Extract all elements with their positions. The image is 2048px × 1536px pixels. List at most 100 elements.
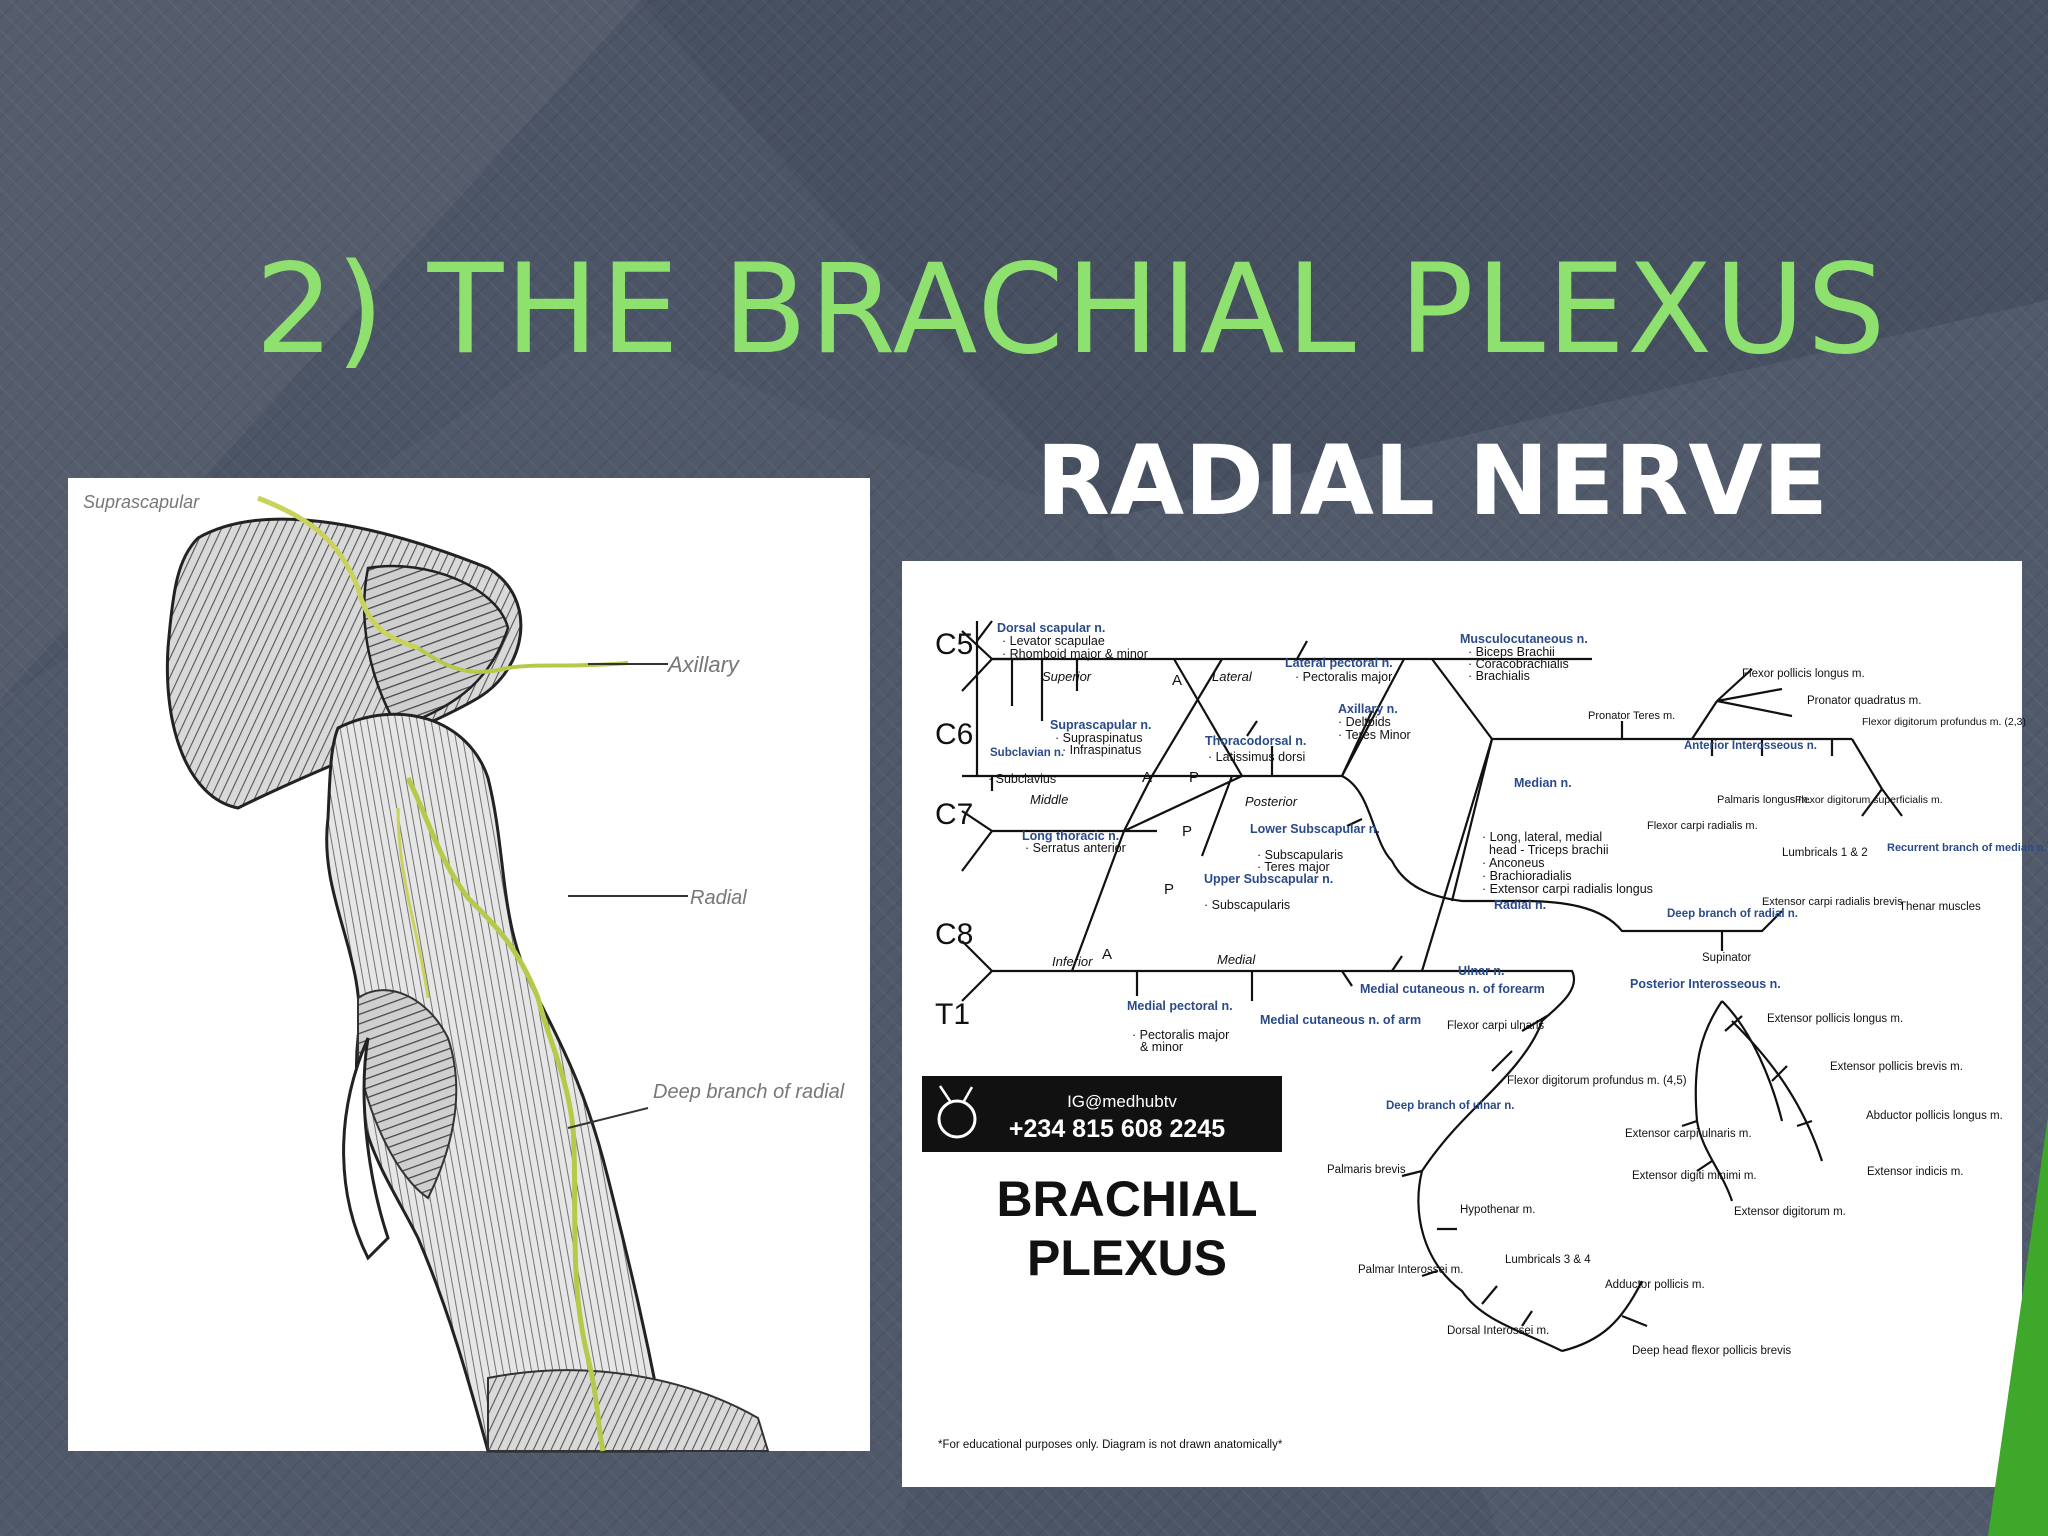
muscle-infraspinatus: · Infraspinatus [1062, 743, 1141, 757]
division-p1: P [1189, 769, 1199, 786]
muscle-palmar-interossei: Palmar Interossei m. [1358, 1264, 1463, 1276]
radial-muscle-1: · Long, lateral, medial [1482, 830, 1602, 844]
label-deep-branch-radial: Deep branch of radial [653, 1081, 845, 1103]
muscle-palmaris-longus: Palmaris longus m. [1717, 794, 1811, 806]
corner-accent [1988, 1116, 2048, 1536]
branding-title-line2: PLEXUS [1027, 1230, 1227, 1286]
root-t1: T1 [935, 998, 970, 1031]
plexus-schematic: C5 C6 C7 C8 T1 Superior Middle Inferior … [922, 620, 2047, 1451]
muscle-pectoralis-minor: & minor [1140, 1040, 1183, 1054]
radial-muscle-4: · Brachioradialis [1482, 869, 1572, 883]
division-p2: P [1182, 823, 1192, 840]
nerve-upper-subscapular: Upper Subscapular n. [1204, 872, 1333, 886]
nerve-medial-cutaneous-arm: Medial cutaneous n. of arm [1260, 1013, 1421, 1027]
nerve-lower-subscapular: Lower Subscapular n. [1250, 822, 1380, 836]
radial-nerve [405, 776, 606, 1452]
muscle-dorsal-interossei: Dorsal Interossei m. [1447, 1325, 1549, 1337]
muscle-rhomboid: · Rhomboid major & minor [1002, 647, 1148, 661]
muscle-pectoralis-major-minor: · Pectoralis major [1132, 1028, 1229, 1042]
cord-lateral: Lateral [1212, 669, 1253, 684]
branding-title-line1: BRACHIAL [996, 1171, 1257, 1227]
muscle-supinator: Supinator [1702, 952, 1751, 964]
muscle-levator-scapulae: · Levator scapulae [1002, 634, 1105, 648]
muscle-hypothenar: Hypothenar m. [1460, 1204, 1535, 1216]
root-c6: C6 [935, 718, 973, 751]
nerve-recurrent-median: Recurrent branch of median n. [1887, 842, 2047, 854]
nerve-long-thoracic: Long thoracic n. [1022, 829, 1119, 843]
nerve-deep-ulnar: Deep branch of ulnar n. [1386, 1100, 1514, 1112]
muscle-lumbricals-12: Lumbricals 1 & 2 [1782, 847, 1868, 859]
arm-anatomy-drawing: Suprascapular Axillary Radial Deep branc… [83, 492, 845, 1453]
muscle-ecu: Extensor carpi ulnaris m. [1625, 1128, 1752, 1140]
muscle-subscapularis-lower: · Subscapularis [1257, 848, 1343, 862]
muscle-subscapularis-upper: · Subscapularis [1204, 898, 1290, 912]
radial-muscle-3: · Anconeus [1482, 856, 1545, 870]
nerve-medial-cutaneous-forearm: Medial cutaneous n. of forearm [1360, 982, 1545, 996]
nerve-thoracodorsal: Thoracodorsal n. [1205, 734, 1306, 748]
trunk-inferior: Inferior [1052, 954, 1093, 969]
logo-icon [937, 1085, 977, 1139]
nerve-medial-pectoral: Medial pectoral n. [1127, 999, 1233, 1013]
branding-phone: +234 815 608 2245 [1009, 1115, 1225, 1143]
slide-title: 2) THE BRACHIAL PLEXUS [255, 238, 1888, 382]
muscle-thenar: Thenar muscles [1899, 901, 1981, 913]
label-suprascapular: Suprascapular [83, 492, 200, 512]
nerve-dorsal-scapular: Dorsal scapular n. [997, 621, 1105, 635]
muscle-supraspinatus: · Supraspinatus [1055, 731, 1143, 745]
muscle-deltoids: · Deltoids [1338, 715, 1391, 729]
radial-muscle-2: head - Triceps brachii [1489, 843, 1609, 857]
plexus-lines [961, 620, 1903, 1353]
muscle-fdp-45: Flexor digitorum profundus m. (4,5) [1507, 1075, 1687, 1087]
muscle-palmaris-brevis: Palmaris brevis [1327, 1164, 1406, 1176]
muscle-fds: Flexor digitorum superficialis m. [1795, 794, 1943, 806]
division-p3: P [1164, 881, 1174, 898]
muscle-ed: Extensor digitorum m. [1734, 1206, 1846, 1218]
nerve-deep-radial: Deep branch of radial n. [1667, 908, 1798, 920]
muscle-apl: Abductor pollicis longus m. [1866, 1110, 2003, 1122]
muscle-fcr: Flexor carpi radialis m. [1647, 820, 1758, 832]
nerve-suprascapular: Suprascapular n. [1050, 718, 1151, 732]
muscle-coracobrachialis: · Coracobrachialis [1468, 657, 1569, 671]
cord-posterior: Posterior [1245, 794, 1298, 809]
muscle-biceps: · Biceps Brachii [1468, 645, 1555, 659]
muscle-epb: Extensor pollicis brevis m. [1830, 1061, 1963, 1073]
muscle-teres-major: · Teres major [1257, 860, 1330, 874]
suprascapular-nerve [257, 495, 419, 651]
muscle-fpl: Flexor pollicis longus m. [1742, 668, 1865, 680]
nerve-radial: Radial n. [1494, 898, 1546, 912]
footnote: *For educational purposes only. Diagram … [938, 1439, 1283, 1451]
muscle-teres-minor: · Teres Minor [1338, 728, 1411, 742]
root-labels: C5 C6 C7 C8 T1 [935, 628, 973, 1031]
nerve-axillary: Axillary n. [1338, 702, 1398, 716]
radial-muscle-5: · Extensor carpi radialis longus [1482, 882, 1653, 896]
muscle-deep-head-fpb: Deep head flexor pollicis brevis [1632, 1345, 1791, 1357]
root-c7: C7 [935, 798, 973, 831]
cord-medial: Medial [1217, 952, 1256, 967]
brachial-plexus-diagram: C5 C6 C7 C8 T1 Superior Middle Inferior … [902, 561, 2047, 1487]
nerve-musculocutaneous: Musculocutaneous n. [1460, 632, 1588, 646]
nerve-subclavian: Subclavian n. [990, 747, 1064, 759]
muscle-pronator-teres: Pronator Teres m. [1588, 710, 1675, 722]
branding-handle: IG@medhubtv [1067, 1092, 1177, 1111]
muscle-lumbricals-34: Lumbricals 3 & 4 [1505, 1254, 1591, 1266]
muscle-latissimus-dorsi: · Latissimus dorsi [1208, 750, 1305, 764]
muscle-edm: Extensor digiti minimi m. [1632, 1170, 1757, 1182]
trunk-middle: Middle [1030, 792, 1068, 807]
muscle-ei: Extensor indicis m. [1867, 1166, 1964, 1178]
muscle-subclavius: · Subclavius [988, 772, 1056, 786]
branding-block: IG@medhubtv +234 815 608 2245 BRACHIAL P… [922, 1076, 1282, 1286]
root-c8: C8 [935, 918, 973, 951]
muscle-fcu: Flexor carpi ulnaris [1447, 1020, 1544, 1032]
muscle-ecrb: Extensor carpi radialis brevis [1762, 896, 1903, 908]
muscle-brachialis: · Brachialis [1468, 669, 1530, 683]
division-a1: A [1172, 672, 1182, 689]
nerve-lateral-pectoral: Lateral pectoral n. [1285, 656, 1393, 670]
nerve-ulnar: Ulnar n. [1458, 964, 1505, 978]
nerve-median: Median n. [1514, 776, 1572, 790]
muscle-epl: Extensor pollicis longus m. [1767, 1013, 1903, 1025]
nerve-posterior-interosseous: Posterior Interosseous n. [1630, 977, 1781, 991]
muscle-pectoralis-major: · Pectoralis major [1295, 670, 1392, 684]
muscle-serratus-anterior: · Serratus anterior [1025, 841, 1126, 855]
nerve-anterior-interosseous: Anterior Interosseous n. [1684, 740, 1817, 752]
muscle-adductor-pollicis: Adductor pollicis m. [1605, 1279, 1705, 1291]
